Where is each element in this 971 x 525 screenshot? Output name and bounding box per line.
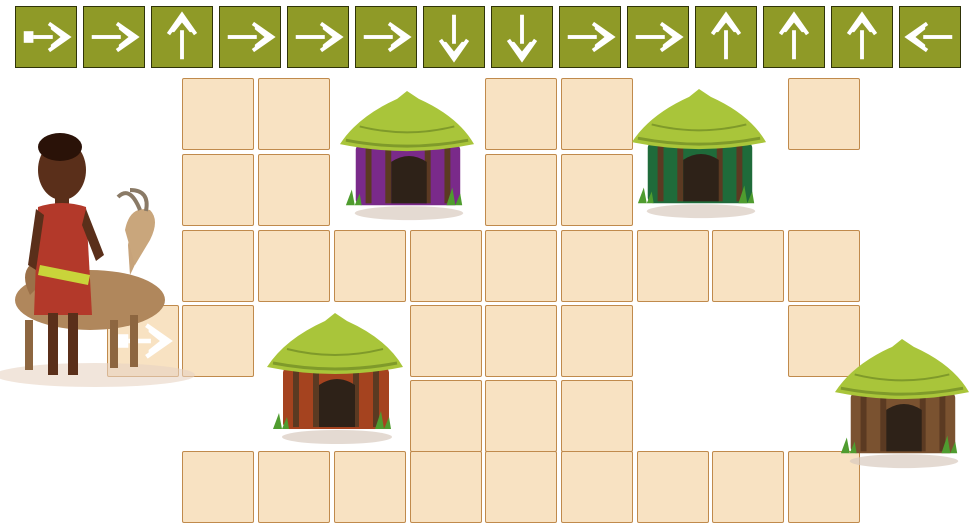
path-tile[interactable] xyxy=(485,78,557,150)
path-tile[interactable] xyxy=(485,451,557,523)
path-tile[interactable] xyxy=(637,451,709,523)
path-tile[interactable] xyxy=(410,230,482,302)
path-tile[interactable] xyxy=(561,380,633,452)
path-tile[interactable] xyxy=(561,78,633,150)
path-tile[interactable] xyxy=(410,305,482,377)
path-tile[interactable] xyxy=(485,154,557,226)
girl-with-goat xyxy=(0,125,210,415)
path-tile[interactable] xyxy=(485,305,557,377)
path-tile[interactable] xyxy=(410,380,482,452)
girl-icon xyxy=(28,133,104,375)
path-tile[interactable] xyxy=(561,305,633,377)
path-tile[interactable] xyxy=(182,451,254,523)
path-tile[interactable] xyxy=(561,154,633,226)
path-tile[interactable] xyxy=(485,380,557,452)
path-tile[interactable] xyxy=(334,230,406,302)
hut-green-icon xyxy=(630,84,768,224)
path-tile[interactable] xyxy=(561,451,633,523)
path-tile[interactable] xyxy=(788,78,860,150)
path-tile[interactable] xyxy=(258,78,330,150)
path-tile[interactable] xyxy=(712,451,784,523)
path-tile[interactable] xyxy=(258,451,330,523)
path-tile[interactable] xyxy=(258,154,330,226)
hut-brown-icon xyxy=(833,330,971,478)
path-tile[interactable] xyxy=(561,230,633,302)
path-tile[interactable] xyxy=(334,451,406,523)
hut-red-icon xyxy=(265,308,405,450)
path-tile[interactable] xyxy=(788,230,860,302)
path-tile[interactable] xyxy=(410,451,482,523)
path-tile[interactable] xyxy=(258,230,330,302)
path-tile[interactable] xyxy=(712,230,784,302)
hut-purple-icon xyxy=(338,86,476,226)
path-tile[interactable] xyxy=(485,230,557,302)
path-tile[interactable] xyxy=(637,230,709,302)
